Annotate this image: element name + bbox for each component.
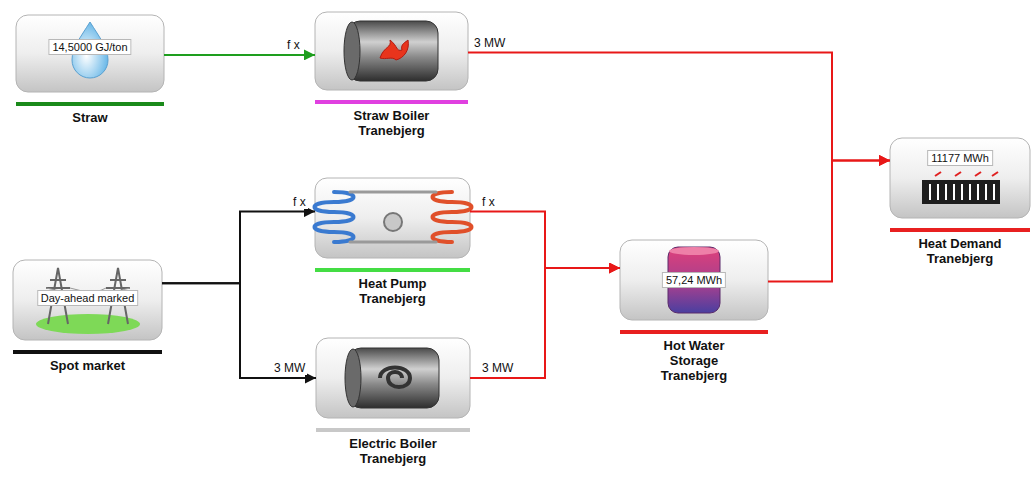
icon-frame — [315, 178, 470, 258]
radiator-fins — [953, 184, 955, 200]
process-node: Heat Pump Tranebjerg — [315, 178, 470, 306]
radiator-fins — [929, 184, 931, 200]
icon-box — [316, 338, 470, 418]
boiler-end — [345, 349, 361, 407]
process-node: Day-ahead markedSpot market — [13, 260, 162, 373]
radiator-fins — [985, 184, 987, 200]
color-bar — [16, 102, 164, 106]
color-bar — [13, 350, 162, 354]
pipe — [350, 191, 436, 194]
icon-frame — [13, 260, 162, 340]
coil-symbol — [380, 368, 410, 388]
cold-coil — [315, 192, 354, 242]
flow-label: f x — [291, 195, 308, 209]
value-label: 11177 MWh — [927, 150, 993, 166]
radiator — [922, 180, 1000, 204]
flow-connector — [768, 160, 890, 281]
node-title: Spot market — [18, 358, 158, 373]
icon-frame — [620, 240, 768, 320]
radiator-fins — [930, 184, 994, 200]
icon-frame — [315, 12, 468, 90]
radiator-fins — [969, 184, 971, 200]
radiator-fins — [993, 184, 995, 200]
heat-arrows — [955, 172, 961, 176]
flow-label: 3 MW — [272, 361, 307, 375]
boiler-end — [344, 22, 360, 80]
compressor — [384, 213, 402, 231]
flow-connector — [468, 53, 890, 161]
heat-arrows — [992, 172, 998, 176]
value-label: 14,5000 GJ/ton — [48, 39, 131, 55]
electric-boiler-icon — [345, 348, 439, 408]
process-node: 57,24 MWhHot Water Storage Tranebjerg — [620, 240, 768, 383]
flow-label: f x — [480, 195, 497, 209]
icon-box — [315, 178, 470, 258]
flow-connector — [470, 212, 620, 268]
value-label: 57,24 MWh — [662, 272, 726, 288]
pipe — [350, 241, 436, 244]
flame-symbol — [380, 40, 408, 60]
warm-coil — [433, 192, 472, 242]
boiler-icon — [344, 21, 438, 81]
icon-box: 57,24 MWh — [620, 240, 768, 320]
flow-connector — [164, 54, 315, 56]
heat-arrows — [935, 172, 998, 176]
tank-top — [669, 247, 719, 255]
flow-label: 3 MW — [472, 36, 507, 50]
color-bar — [315, 268, 470, 272]
radiator-fins — [937, 184, 939, 200]
process-node: Straw Boiler Tranebjerg — [315, 12, 468, 138]
flow-connector — [162, 283, 316, 378]
boiler-body — [349, 348, 439, 408]
flow-connector — [162, 212, 315, 284]
icon-frames — [13, 12, 1030, 418]
icon-frame — [890, 138, 1030, 218]
icon-box — [315, 12, 468, 90]
icon-frame — [16, 15, 164, 92]
heat-arrows — [975, 172, 981, 176]
icon-box: 14,5000 GJ/ton — [16, 15, 164, 92]
node-title: Straw Boiler Tranebjerg — [337, 108, 447, 138]
radiator-fins — [977, 184, 979, 200]
pylon-icon — [36, 268, 140, 334]
color-bar — [890, 228, 1030, 232]
process-node: Electric Boiler Tranebjerg — [316, 338, 470, 466]
node-title: Hot Water Storage Tranebjerg — [649, 338, 739, 383]
value-label: Day-ahead marked — [37, 290, 139, 306]
node-title: Electric Boiler Tranebjerg — [334, 436, 452, 466]
radiator-icon — [922, 172, 1000, 204]
flow-label: 3 MW — [480, 361, 515, 375]
color-bar — [620, 330, 768, 334]
process-node: 14,5000 GJ/tonStraw — [16, 15, 164, 125]
icon-frame — [316, 338, 470, 418]
heat-pump-icon — [315, 192, 472, 242]
radiator-fins — [945, 184, 947, 200]
heat-arrows — [935, 172, 941, 176]
color-bar — [315, 100, 468, 104]
flow-label: f x — [285, 38, 302, 52]
node-title: Heat Demand Tranebjerg — [905, 236, 1015, 266]
radiator-fins — [961, 184, 963, 200]
process-node: 11177 MWhHeat Demand Tranebjerg — [890, 138, 1030, 266]
flow-connector — [470, 268, 620, 378]
node-title: Heat Pump Tranebjerg — [338, 276, 448, 306]
ground — [36, 314, 140, 334]
icon-box: 11177 MWh — [890, 138, 1030, 218]
node-title: Straw — [20, 110, 160, 125]
boiler-body — [348, 21, 438, 81]
color-bar — [316, 428, 470, 432]
icon-box: Day-ahead marked — [13, 260, 162, 340]
